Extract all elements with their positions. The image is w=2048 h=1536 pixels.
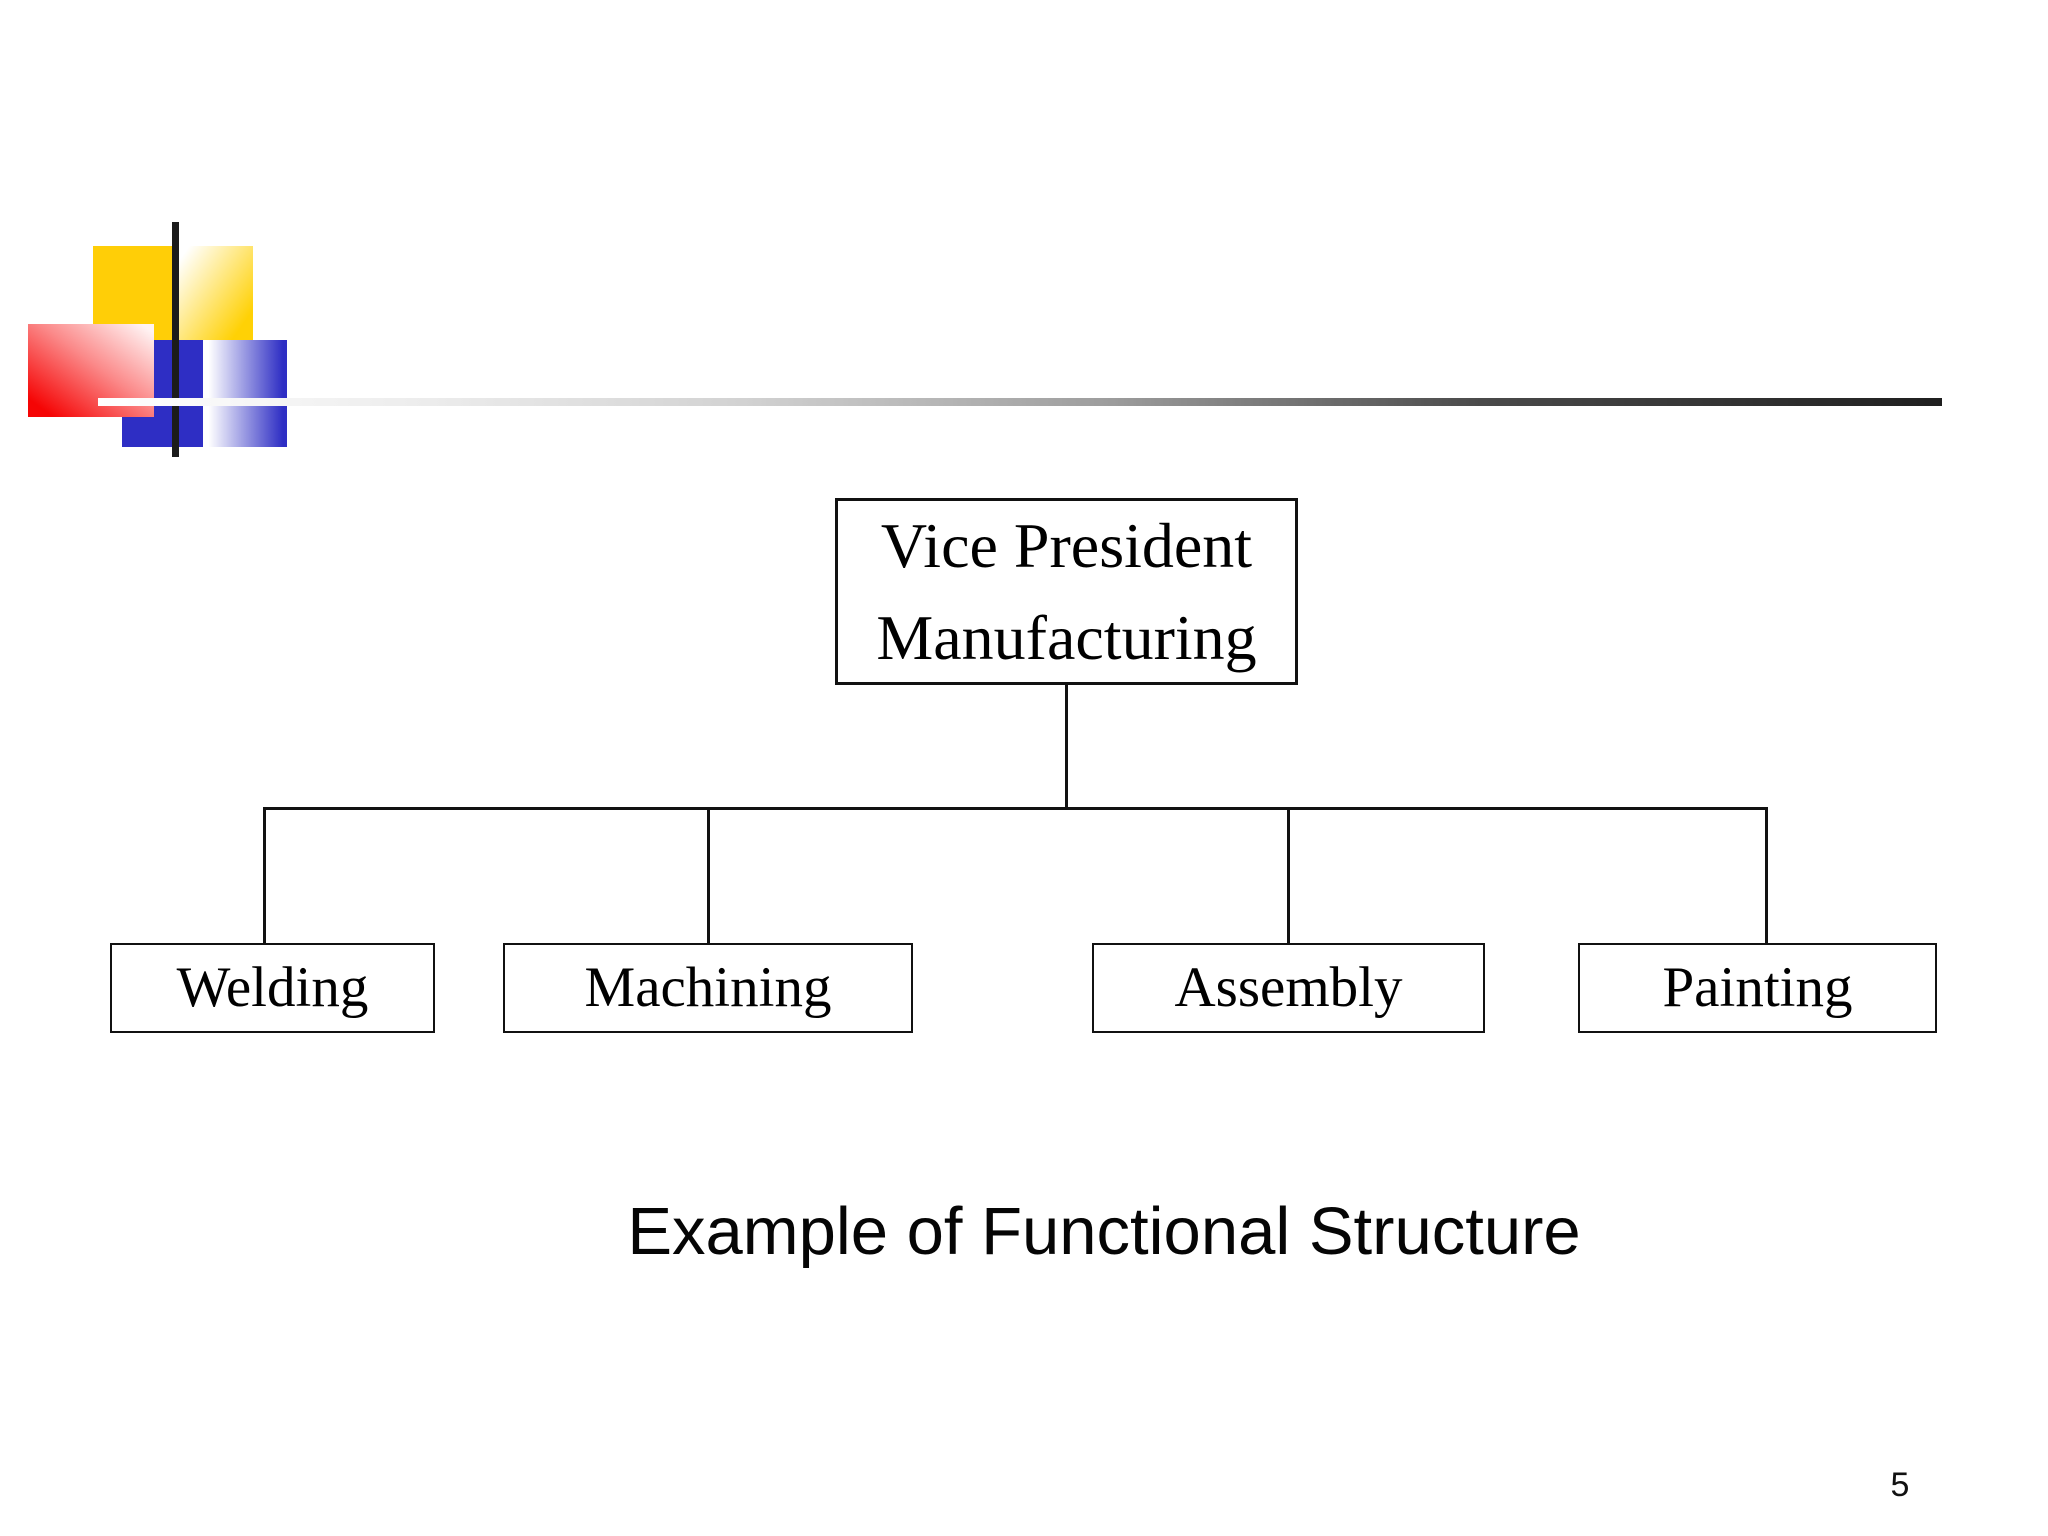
org-node-assembly-label: Assembly xyxy=(1174,956,1403,1019)
org-node-painting-label: Painting xyxy=(1662,956,1853,1019)
org-node-machining: Machining xyxy=(503,943,913,1033)
connector-drop-assembly xyxy=(1287,807,1290,945)
org-node-welding: Welding xyxy=(110,943,435,1033)
logo-vertical-bar-icon xyxy=(172,222,179,457)
org-node-machining-label: Machining xyxy=(584,956,832,1019)
org-node-root-label-line1: Vice President xyxy=(880,509,1253,581)
org-node-welding-label: Welding xyxy=(176,956,369,1019)
page-number: 5 xyxy=(1890,1466,1910,1504)
connector-horizontal-bus xyxy=(263,807,1768,810)
connector-drop-painting xyxy=(1765,807,1768,944)
connector-drop-welding xyxy=(263,807,266,944)
org-node-painting: Painting xyxy=(1578,943,1937,1033)
header-divider-line xyxy=(98,398,1942,406)
logo-blue-gradient-icon xyxy=(207,340,287,447)
connector-root-vertical xyxy=(1065,685,1068,808)
org-node-root-label-line2: Manufacturing xyxy=(876,601,1257,673)
org-node-vice-president-manufacturing: Vice President Manufacturing xyxy=(835,498,1298,685)
connector-drop-machining xyxy=(707,807,710,945)
logo-yellow-gradient-icon xyxy=(178,246,253,340)
slide-caption: Example of Functional Structure xyxy=(627,1194,1581,1269)
org-node-assembly: Assembly xyxy=(1092,943,1485,1033)
